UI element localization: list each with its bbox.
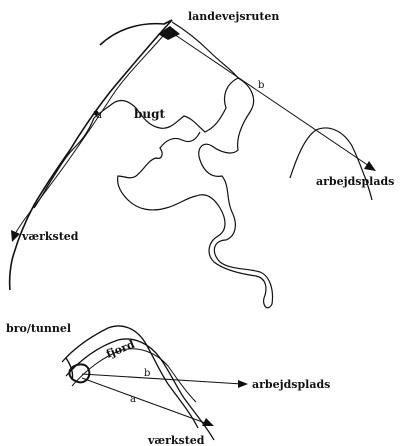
top-map: a b landevejsruten bugt værksted arbejds… bbox=[8, 10, 394, 309]
bridge-tunnel-marker bbox=[68, 363, 91, 384]
route-a-top-label: a bbox=[96, 110, 102, 121]
fjord-bank-inner bbox=[65, 338, 215, 441]
route-b-top bbox=[167, 29, 373, 169]
label-bro-tunnel: bro/tunnel bbox=[6, 322, 71, 335]
label-bugt: bugt bbox=[134, 107, 166, 121]
label-fjord: fjord bbox=[104, 338, 137, 361]
route-a-top-dot bbox=[93, 110, 99, 116]
route-b-bottom-arrowhead bbox=[238, 380, 248, 388]
route-b-top-label: b bbox=[258, 80, 264, 91]
bridge-tunnel-connector bbox=[65, 357, 74, 381]
label-vaerksted-bottom: værksted bbox=[147, 434, 205, 446]
label-vaerksted-top: værksted bbox=[21, 230, 79, 243]
junction-marker-top bbox=[158, 26, 180, 40]
label-landevejsruten: landevejsruten bbox=[188, 10, 279, 23]
route-a-top bbox=[13, 29, 169, 237]
fjord-bank-far bbox=[71, 348, 197, 403]
label-arbejdsplads-bottom: arbejdsplads bbox=[252, 378, 330, 391]
label-arbejdsplads-top: arbejdsplads bbox=[316, 175, 394, 188]
route-a-bottom bbox=[81, 377, 209, 425]
route-a-top-arrowhead bbox=[11, 230, 20, 242]
route-b-top-arrowhead bbox=[364, 161, 376, 171]
bay-outline bbox=[117, 77, 274, 309]
route-b-bottom bbox=[81, 373, 243, 385]
route-a-bottom-arrowhead bbox=[202, 418, 214, 426]
bottom-map: b a bro/tunnel fjord arbejdsplads værkst… bbox=[6, 322, 330, 446]
coastline-left-outer bbox=[8, 19, 173, 291]
route-b-bottom-label: b bbox=[144, 368, 150, 379]
route-a-bottom-label: a bbox=[130, 394, 136, 405]
east-shore bbox=[289, 127, 373, 201]
